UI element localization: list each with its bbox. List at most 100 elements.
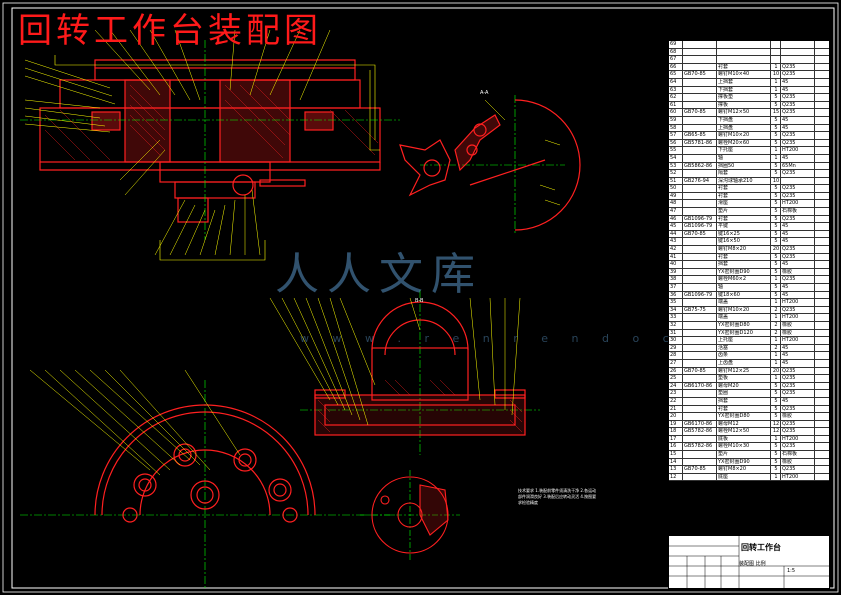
main-section-view (39, 59, 381, 223)
bom-material: 橡胶 (781, 268, 815, 276)
bom-qty: 5 (771, 124, 781, 132)
bom-qty: 10 (772, 177, 781, 185)
bom-note (815, 41, 829, 48)
bom-name: 垫板 (717, 375, 771, 382)
bom-code (683, 238, 717, 246)
bom-qty: 5 (771, 405, 781, 413)
bom-code (683, 314, 717, 321)
bom-material: 45 (781, 223, 815, 230)
bom-no: 47 (669, 208, 683, 215)
bom-note (815, 49, 829, 56)
bom-code (683, 261, 717, 268)
bom-name: 键18×60 (717, 291, 771, 299)
bom-code (683, 192, 717, 200)
bom-no: 67 (669, 56, 683, 63)
bom-qty: 12 (772, 420, 781, 428)
bom-qty: 2 (771, 329, 781, 337)
bom-no: 49 (669, 192, 683, 200)
bom-material: Q235 (781, 185, 815, 192)
title-block-scale: 1:5 (787, 568, 796, 574)
bom-name: 螺母M20 (717, 382, 771, 390)
bom-qty: 1 (771, 337, 781, 344)
bom-qty: 5 (771, 382, 781, 390)
bom-note (815, 117, 829, 124)
bom-note (815, 474, 829, 481)
bom-qty: 5 (771, 238, 781, 246)
bom-name: 衬套 (717, 215, 771, 223)
bom-qty: 5 (771, 116, 781, 124)
bom-material: 65Mn (781, 162, 815, 170)
bom-qty: 5 (771, 261, 781, 268)
bom-note (815, 352, 829, 359)
bom-no: 46 (669, 215, 683, 223)
bom-material: Q235 (781, 466, 815, 473)
bom-no: 54 (669, 154, 683, 162)
bom-material: Q235 (781, 253, 815, 261)
bom-name: 齿条 (717, 352, 771, 359)
bom-qty: 1 (771, 314, 781, 321)
bom-name: 螺栓M12×50 (717, 428, 771, 435)
bom-no: 16 (669, 443, 683, 451)
bom-code: GB6170-86 (683, 382, 717, 390)
bom-material: 45 (781, 238, 815, 246)
section-label-a: A-A (480, 90, 489, 96)
bom-name: YX密封圈D90 (717, 268, 771, 276)
bom-no: 53 (669, 162, 683, 170)
bom-material: Q235 (781, 367, 815, 375)
bom-note (815, 284, 829, 291)
bom-material: HT200 (781, 299, 815, 306)
bom-material: 45 (781, 359, 815, 367)
bom-material: 石棉板 (781, 208, 815, 215)
bom-code (683, 116, 717, 124)
bom-code: GB276-94 (683, 177, 717, 185)
bom-qty: 5 (771, 200, 781, 208)
bom-name: 螺钉M12×50 (717, 109, 771, 116)
bom-name: 衬套 (717, 253, 771, 261)
bom-no: 69 (669, 41, 683, 48)
bom-name: 挡套 (717, 261, 771, 268)
bom-name: 衬套 (717, 185, 771, 192)
bom-material: 橡胶 (781, 458, 815, 466)
bom-name: YX密封圈D120 (717, 329, 771, 337)
title-block: 回转工作台 装配图 比例 1:5 (668, 535, 830, 589)
bom-note (815, 322, 829, 329)
bom-name: 撑板 (717, 101, 771, 109)
bom-no: 58 (669, 124, 683, 132)
bom-no: 48 (669, 200, 683, 208)
bom-material: Q235 (781, 382, 815, 390)
bom-code (683, 397, 717, 405)
bom-note (815, 330, 829, 337)
bom-no: 61 (669, 101, 683, 109)
bom-name: 螺钉M8×20 (717, 466, 771, 473)
inner-frame (11, 7, 835, 589)
bom-qty: 5 (771, 284, 781, 291)
bom-code (683, 56, 717, 63)
bom-qty: 5 (771, 101, 781, 109)
bom-note (815, 436, 829, 443)
bom-note (815, 231, 829, 238)
bom-no: 14 (669, 458, 683, 466)
bom-note (815, 299, 829, 306)
bom-code (683, 41, 717, 48)
title-block-name: 回转工作台 (741, 543, 781, 552)
bom-no: 25 (669, 375, 683, 382)
bom-name: 上挡盘 (717, 124, 771, 132)
bom-no: 29 (669, 344, 683, 352)
main-centerlines (20, 40, 400, 240)
bom-no: 12 (669, 473, 683, 481)
bom-qty: 5 (771, 192, 781, 200)
bom-name: 垫片 (717, 208, 771, 215)
bom-note (815, 261, 829, 268)
bom-qty: 1 (771, 86, 781, 94)
bom-no: 59 (669, 116, 683, 124)
bom-qty: 1 (771, 276, 781, 283)
